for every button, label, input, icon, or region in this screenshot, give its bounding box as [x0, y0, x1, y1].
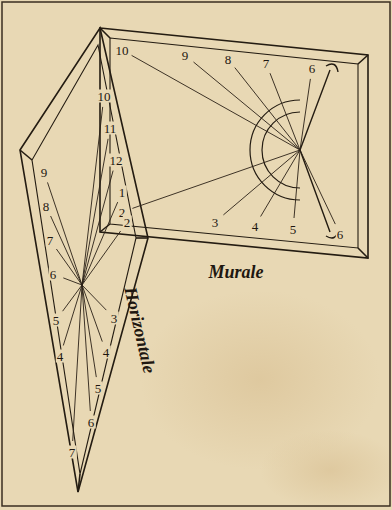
hour-number: 8 — [42, 200, 51, 213]
hour-number: 4 — [56, 350, 65, 363]
hour-number: 5 — [52, 314, 61, 327]
hour-line — [82, 231, 121, 285]
hour-line — [63, 278, 82, 285]
hour-number: 3 — [211, 216, 220, 229]
hour-line — [300, 79, 310, 150]
hour-line — [294, 150, 300, 218]
hour-line — [300, 150, 335, 224]
dial-title: Murale — [207, 263, 264, 281]
hour-line — [261, 150, 300, 217]
hour-number: 6 — [87, 416, 96, 429]
picture-border — [2, 2, 390, 506]
hour-line — [82, 107, 103, 285]
hour-number: 8 — [224, 53, 233, 66]
hour-number: 12 — [109, 154, 124, 167]
hour-number: 10 — [97, 90, 112, 103]
hour-line — [82, 202, 118, 285]
hour-line — [194, 62, 301, 150]
hour-number: 7 — [262, 57, 271, 70]
dial-title: Horizontale — [121, 284, 159, 376]
hour-line — [132, 150, 300, 208]
hour-line — [82, 171, 113, 285]
hour-line — [82, 139, 108, 285]
hour-number: 10 — [115, 44, 130, 57]
hour-number: 4 — [102, 346, 111, 359]
hour-number: 6 — [49, 268, 58, 281]
hour-lines — [48, 55, 336, 441]
hour-line — [73, 285, 82, 441]
hour-number: 6 — [336, 228, 345, 241]
hour-number: 1 — [118, 186, 127, 199]
hour-number: 5 — [289, 223, 298, 236]
hour-line — [56, 249, 82, 285]
hour-number: 3 — [110, 312, 119, 325]
hour-number: 11 — [103, 122, 118, 135]
paper-stain — [260, 430, 392, 510]
wall-dial-frame — [100, 28, 368, 258]
hour-number: 7 — [46, 234, 55, 247]
hour-number: 7 — [68, 446, 77, 459]
hour-number: 9 — [181, 49, 190, 62]
hour-line — [223, 150, 300, 215]
hour-number: 5 — [94, 382, 103, 395]
hour-number: 4 — [251, 220, 260, 233]
hour-line — [82, 285, 96, 377]
hour-number: 2 — [123, 216, 132, 229]
hour-line — [132, 55, 300, 150]
hour-line — [235, 68, 300, 150]
hour-number: 6 — [308, 62, 317, 75]
hour-line — [63, 285, 82, 311]
hour-line — [82, 285, 90, 411]
hour-number: 9 — [40, 166, 49, 179]
horizontal-dial-frame — [20, 28, 148, 492]
hour-line — [270, 73, 300, 150]
